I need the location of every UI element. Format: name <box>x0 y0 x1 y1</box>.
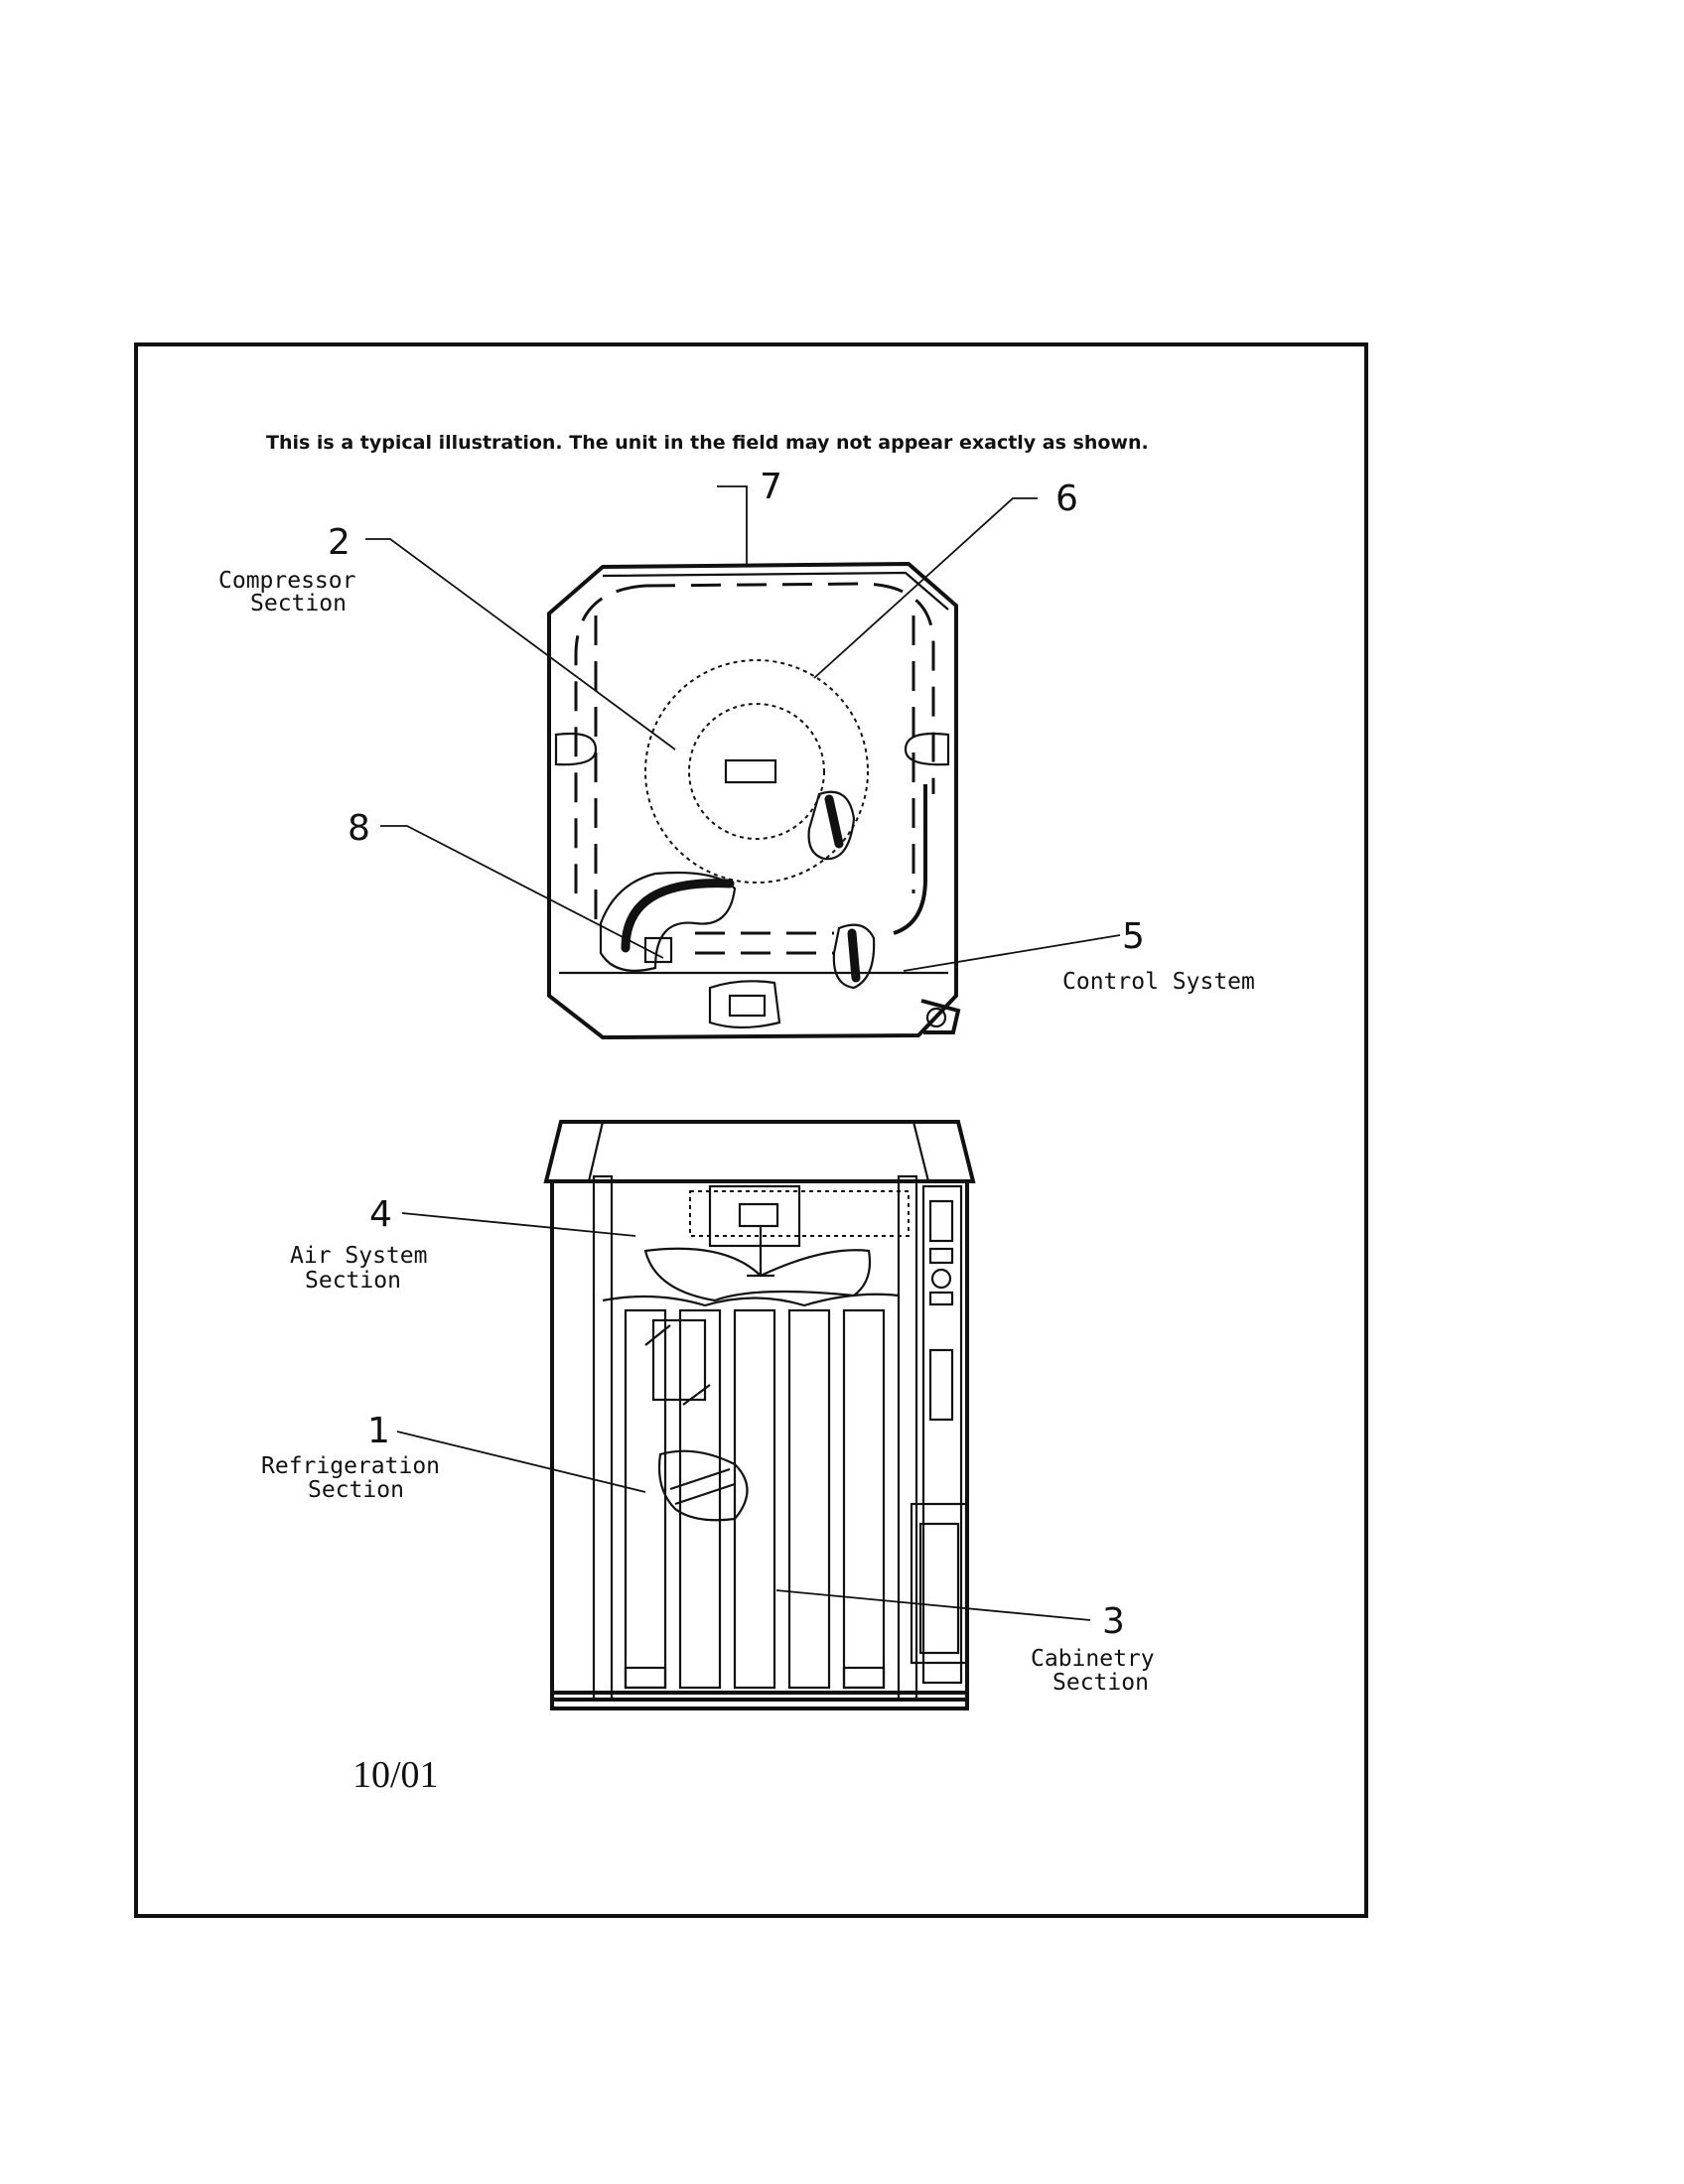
svg-text:8: 8 <box>348 808 370 849</box>
unit-top-view <box>547 561 961 1040</box>
leader-lines <box>365 485 1121 1621</box>
callout-3: 3 Cabinetry Section <box>1031 1601 1155 1696</box>
svg-text:6: 6 <box>1055 478 1078 519</box>
svg-text:Compressor: Compressor <box>218 568 355 594</box>
svg-text:Control System: Control System <box>1062 969 1255 995</box>
callout-8: 8 <box>348 808 370 849</box>
svg-text:3: 3 <box>1102 1601 1125 1642</box>
svg-text:Section: Section <box>305 1268 401 1294</box>
notice-text: This is a typical illustration. The unit… <box>266 432 1149 454</box>
svg-text:2: 2 <box>328 522 351 563</box>
svg-text:Air System: Air System <box>290 1243 427 1269</box>
svg-text:7: 7 <box>760 467 782 507</box>
callout-7: 7 <box>760 467 782 507</box>
callout-5: 5 Control System <box>1062 916 1255 995</box>
callout-2: 2 Compressor Section <box>218 522 355 616</box>
svg-text:Refrigeration: Refrigeration <box>261 1453 440 1479</box>
svg-text:Section: Section <box>308 1477 404 1503</box>
svg-text:Section: Section <box>1052 1670 1149 1696</box>
unit-front-view <box>543 1120 976 1710</box>
page-border <box>134 342 1368 1918</box>
svg-text:4: 4 <box>369 1194 392 1235</box>
callout-4: 4 Air System Section <box>290 1194 427 1294</box>
revision-date: 10/01 <box>352 1754 439 1796</box>
svg-text:Section: Section <box>250 591 347 616</box>
svg-text:1: 1 <box>367 1411 390 1451</box>
callout-1: 1 Refrigeration Section <box>261 1411 440 1503</box>
svg-text:Cabinetry: Cabinetry <box>1031 1646 1155 1672</box>
callout-6: 6 <box>1055 478 1078 519</box>
svg-text:5: 5 <box>1122 916 1145 957</box>
